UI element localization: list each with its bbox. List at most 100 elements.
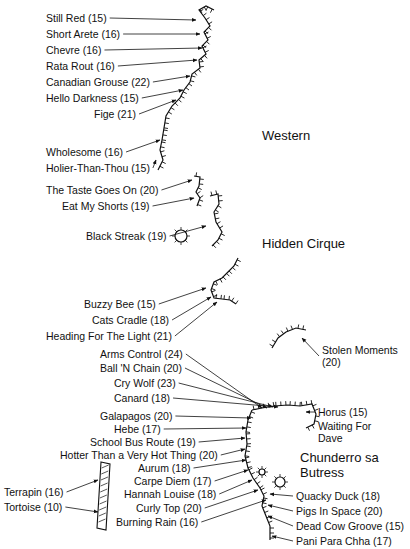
hachure-tick [289,401,290,405]
route-label: Carpe Diem (17) [134,475,212,487]
hachure-tick [198,205,202,206]
hachure-tick [179,99,182,102]
hachure-tick [162,162,166,164]
route-label: Fige (21) [94,108,136,120]
hachure-tick [246,433,250,434]
hachure-tick [183,92,187,94]
route-label: Pani Para Chha (17) [296,535,392,547]
hachure-tick [308,427,310,431]
route-label: Canard (18) [114,392,170,404]
hachure-tick [261,488,265,490]
hachure-tick [247,461,251,463]
hachure-tick [253,406,255,410]
hachure-tick [237,260,241,262]
hachure-tick [270,533,274,534]
route-label: Burning Rain (16) [116,516,198,528]
cliff-edge [194,176,200,206]
hachure-tick [265,511,269,512]
hachure-tick [168,112,171,114]
leader-line [175,302,217,336]
area-name: Western [262,128,310,143]
hachure-tick [212,289,216,290]
hachure-tick [221,234,225,236]
hachure-tick [262,466,263,469]
hachure-tick [161,146,165,148]
hachure-tick [223,277,226,280]
hachure-tick [281,331,283,334]
hachure-tick [218,195,222,196]
hachure-tick [187,236,190,237]
hachure-tick [175,240,177,242]
hachure-tick [181,242,182,245]
hachure-tick [257,481,260,483]
pillar-hatch [102,465,109,468]
leader-line [67,480,98,492]
hachure-tick [315,409,319,410]
leader-line [201,500,266,522]
leader-line [302,338,319,356]
route-label: Hello Darkness (15) [46,92,139,104]
hachure-tick [192,75,196,77]
hachure-tick [219,200,223,201]
hachure-tick [260,486,263,488]
route-label: School Bus Route (19) [90,436,196,448]
hachure-tick [199,200,203,201]
hachure-tick [160,166,164,168]
hachure-tick [194,72,196,75]
area-name: Hidden Cirque [262,236,345,251]
route-label: Rata Rout (16) [46,60,115,72]
leader-line [142,90,183,98]
hachure-tick [209,27,212,30]
leader-line [153,160,156,168]
leader-line [153,198,194,206]
pillar-hatch [101,471,108,474]
hachure-tick [214,213,218,215]
route-label: Ball 'N Chain (20) [100,362,182,374]
leader-line [306,412,315,413]
route-label: Wholesome (16) [46,146,123,158]
leader-line [164,428,246,429]
pillar-hatch [98,519,105,522]
hachure-tick [285,482,288,483]
route-label: Horus (15) [318,406,368,418]
hachure-tick [258,474,260,476]
route-label: Hotter Than a Very Hot Thing (20) [60,449,218,461]
hachure-tick [163,134,167,136]
leader-line [219,480,252,494]
pillar-hatch [99,507,106,510]
hachure-tick [204,7,206,10]
leader-line [170,226,206,236]
hachure-tick [313,404,317,405]
hachure-tick [162,139,166,141]
hachure-tick [215,294,216,298]
hachure-tick [280,487,281,490]
hachure-tick [236,301,238,304]
hachure-tick [215,190,217,194]
hachure-tick [190,80,194,82]
leader-line [268,505,293,511]
route-label: Hannah Louise (18) [124,488,216,500]
hachure-tick [186,88,189,90]
hachure-tick [207,41,210,44]
hachure-tick [200,178,204,179]
cliff-edge [272,328,306,348]
hachure-tick [175,103,178,106]
route-label: Pigs In Space (20) [296,505,382,517]
hachure-tick [248,466,252,468]
hachure-tick [199,183,203,184]
hachure-tick [212,290,216,291]
pillar-hatching [98,465,108,522]
hachure-tick [220,279,222,283]
hachure-tick [171,108,174,110]
leader-line [221,449,245,455]
hachure-tick [264,474,266,476]
area-name: Chunderro sa Butress [300,450,390,480]
hachure-tick [249,468,253,470]
hachure-tick [210,192,212,196]
hachure-tick [315,420,319,422]
hachure-tick [277,334,279,337]
hachure-tick [263,492,267,494]
hachure-tick [217,241,220,244]
leader-line [215,470,248,481]
hachure-tick [302,325,304,329]
